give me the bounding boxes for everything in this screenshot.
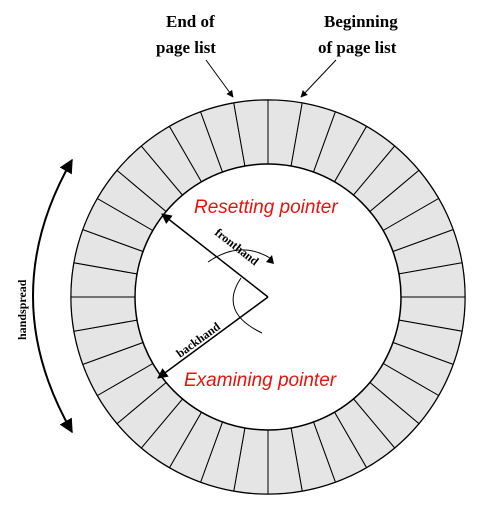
- end-of-list-arrow: [205, 59, 234, 98]
- beginning-of-page-list-line1: Beginning: [324, 12, 398, 31]
- examining-pointer-label: Examining pointer: [184, 370, 337, 391]
- fronthand-pointer: [161, 213, 269, 298]
- end-of-page-list-line1: End of: [166, 12, 215, 31]
- handspread-arrow: [32, 158, 73, 434]
- beginning-of-list-arrow: [300, 59, 337, 98]
- beginning-of-page-list-line2: of page list: [318, 38, 397, 57]
- examining-rotation-arc: [232, 277, 263, 334]
- resetting-rotation-arc: [207, 249, 271, 263]
- resetting-pointer-label: Resetting pointer: [194, 197, 338, 218]
- end-of-page-list-line2: page list: [156, 38, 216, 57]
- handspread-label: handspread: [15, 279, 29, 340]
- page-list-ring: [70, 99, 466, 495]
- resetting-rotation-arrowhead: [266, 255, 274, 264]
- backhand-pointer: [157, 296, 269, 379]
